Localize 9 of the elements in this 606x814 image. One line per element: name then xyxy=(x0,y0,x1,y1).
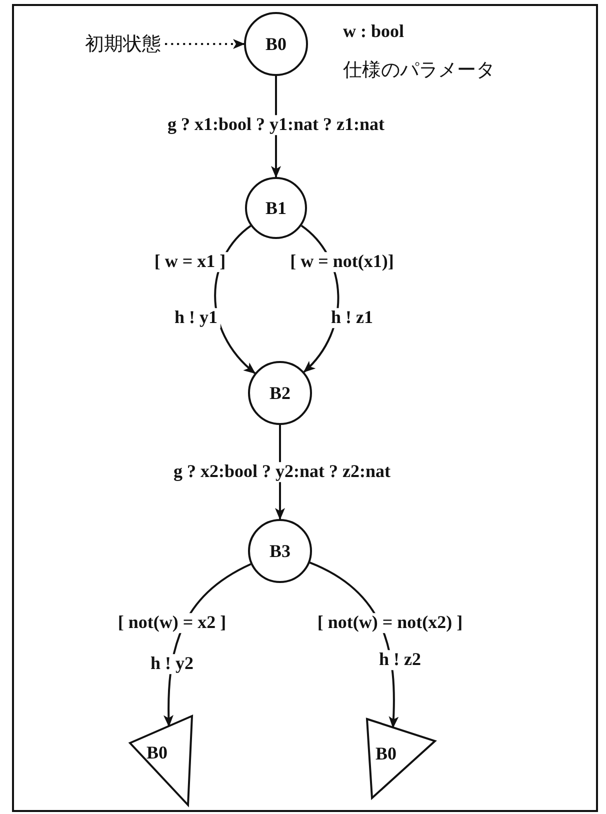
arrow xyxy=(165,39,245,49)
state-circle: B3 xyxy=(248,519,312,583)
state-circle: B0 xyxy=(244,12,308,76)
state-triangle: B0 xyxy=(128,713,194,808)
state-circle: B1 xyxy=(245,177,307,239)
state-label: 初期状態 xyxy=(85,31,161,57)
output-label: h ! y1 xyxy=(172,308,220,328)
state-triangle: B0 xyxy=(365,717,437,800)
state-circle: B2 xyxy=(248,361,312,425)
